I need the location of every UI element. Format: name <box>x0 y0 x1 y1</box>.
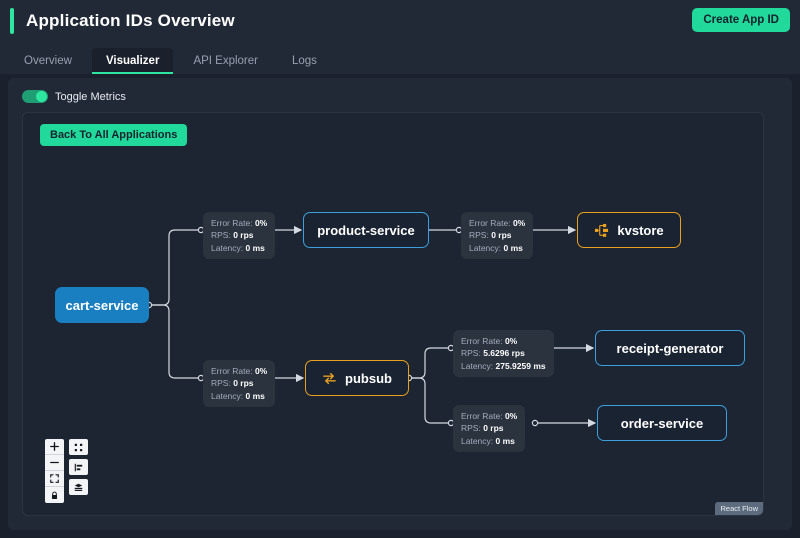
metric-latency-value: 0 ms <box>495 435 515 446</box>
metric-rps-value: 0 rps <box>491 230 512 241</box>
metric-error-rate-row: Error Rate: 0% <box>211 217 267 229</box>
node-label: kvstore <box>617 222 664 238</box>
node-label: pubsub <box>345 370 392 386</box>
node-receipt-generator[interactable]: receipt-generator <box>595 330 745 366</box>
edge-cart-to-product-metric <box>149 229 199 306</box>
metric-rps-value: 0 rps <box>483 423 504 434</box>
node-label: order-service <box>620 415 704 431</box>
metric-latency-label: Latency: <box>469 242 502 253</box>
metric-rps-row: RPS: 0 rps <box>461 422 517 434</box>
metric-error-rate-value: 0% <box>504 411 518 421</box>
metric-rps-label: RPS: <box>461 348 481 359</box>
react-flow-attribution[interactable]: React Flow <box>715 502 763 515</box>
tab-visualizer[interactable]: Visualizer <box>91 48 174 74</box>
metric-box-pubsub-to-receipt[interactable]: Error Rate: 0% RPS: 5.6296 rps Latency: … <box>453 330 554 377</box>
metric-error-rate-row: Error Rate: 0% <box>469 217 525 229</box>
react-flow-canvas[interactable]: Back To All Applications <box>22 112 764 516</box>
page-header: Application IDs Overview Create App ID <box>0 0 800 42</box>
metric-rps-label: RPS: <box>211 378 231 389</box>
metric-rps-row: RPS: 0 rps <box>469 229 525 241</box>
tab-logs[interactable]: Logs <box>278 48 331 74</box>
metric-error-rate-value: 0% <box>254 218 268 228</box>
metric-box-product-to-kvstore[interactable]: Error Rate: 0% RPS: 0 rps Latency: 0 ms <box>461 212 534 259</box>
tree-icon <box>594 223 609 238</box>
metric-rps-row: RPS: 0 rps <box>211 377 267 389</box>
metric-box-cart-to-product[interactable]: Error Rate: 0% RPS: 0 rps Latency: 0 ms <box>203 212 276 259</box>
align-left-button[interactable] <box>69 459 88 475</box>
layers-button[interactable] <box>69 479 88 495</box>
metric-latency-value: 0 ms <box>503 242 523 253</box>
node-cart-service[interactable]: cart-service <box>55 287 149 323</box>
zoom-out-button[interactable] <box>45 455 64 471</box>
fit-view-button[interactable] <box>45 471 64 487</box>
metric-latency-label: Latency: <box>461 435 494 446</box>
node-kvstore[interactable]: kvstore <box>577 212 681 248</box>
tab-api-explorer[interactable]: API Explorer <box>179 48 272 74</box>
toggle-metrics-row: Toggle Metrics <box>22 90 126 103</box>
flow-controls-primary-column <box>45 439 64 503</box>
metric-error-rate-row: Error Rate: 0% <box>461 335 546 347</box>
metric-error-rate-label: Error Rate: <box>211 366 253 376</box>
toggle-metrics-switch[interactable] <box>22 90 48 103</box>
lock-button[interactable] <box>45 487 64 503</box>
metric-latency-label: Latency: <box>461 360 494 371</box>
edge-cart-to-pubsub-metric <box>149 304 199 379</box>
metric-rps-row: RPS: 0 rps <box>211 229 267 241</box>
metric-box-cart-to-pubsub[interactable]: Error Rate: 0% RPS: 0 rps Latency: 0 ms <box>203 360 276 407</box>
metric-latency-row: Latency: 0 ms <box>211 390 267 402</box>
scatter-icon-button[interactable] <box>69 439 88 455</box>
handle-order-metric-out <box>531 419 539 427</box>
node-pubsub[interactable]: pubsub <box>305 360 409 396</box>
metric-box-pubsub-to-order[interactable]: Error Rate: 0% RPS: 0 rps Latency: 0 ms <box>453 405 526 452</box>
metric-rps-label: RPS: <box>211 230 231 241</box>
metric-error-rate-row: Error Rate: 0% <box>461 410 517 422</box>
metric-rps-value: 5.6296 rps <box>483 348 525 359</box>
metric-latency-value: 0 ms <box>245 242 265 253</box>
node-order-service[interactable]: order-service <box>597 405 727 441</box>
metric-rps-label: RPS: <box>461 423 481 434</box>
metric-latency-row: Latency: 0 ms <box>211 242 267 254</box>
metric-error-rate-value: 0% <box>512 218 526 228</box>
back-to-all-applications-button[interactable]: Back To All Applications <box>40 124 188 146</box>
metric-latency-value: 275.9259 ms <box>495 360 546 371</box>
metric-rps-label: RPS: <box>469 230 489 241</box>
metric-error-rate-label: Error Rate: <box>461 336 503 346</box>
metric-rps-value: 0 rps <box>233 230 254 241</box>
flow-controls-secondary-column <box>69 439 88 503</box>
metric-latency-row: Latency: 0 ms <box>469 242 525 254</box>
metric-latency-row: Latency: 275.9259 ms <box>461 360 546 372</box>
flow-controls <box>45 439 88 503</box>
tab-overview[interactable]: Overview <box>10 48 86 74</box>
metric-error-rate-label: Error Rate: <box>461 411 503 421</box>
node-product-service[interactable]: product-service <box>303 212 429 248</box>
node-label: receipt-generator <box>616 340 724 356</box>
exchange-icon <box>322 371 337 386</box>
zoom-in-button[interactable] <box>45 439 64 455</box>
metric-latency-value: 0 ms <box>245 390 265 401</box>
edge-pubsub-to-receipt-metric <box>409 347 449 379</box>
page-title: Application IDs Overview <box>26 11 235 30</box>
metric-error-rate-row: Error Rate: 0% <box>211 365 267 377</box>
node-label: product-service <box>317 222 415 238</box>
metric-rps-row: RPS: 5.6296 rps <box>461 347 546 359</box>
metric-error-rate-value: 0% <box>254 366 268 376</box>
toggle-knob <box>36 91 47 102</box>
edge-pubsub-to-order-metric <box>409 377 449 424</box>
node-label: cart-service <box>65 297 139 313</box>
create-app-id-button[interactable]: Create App ID <box>692 8 790 32</box>
metric-error-rate-label: Error Rate: <box>211 218 253 228</box>
metric-error-rate-label: Error Rate: <box>469 218 511 228</box>
metric-latency-label: Latency: <box>211 242 244 253</box>
tab-bar: Overview Visualizer API Explorer Logs <box>0 42 800 74</box>
metric-error-rate-value: 0% <box>504 336 518 346</box>
title-accent-bar <box>10 8 14 34</box>
metric-rps-value: 0 rps <box>233 378 254 389</box>
visualizer-panel: Toggle Metrics Back To All Applications <box>8 78 792 530</box>
metric-latency-row: Latency: 0 ms <box>461 435 517 447</box>
toggle-metrics-label: Toggle Metrics <box>55 90 126 103</box>
metric-latency-label: Latency: <box>211 390 244 401</box>
